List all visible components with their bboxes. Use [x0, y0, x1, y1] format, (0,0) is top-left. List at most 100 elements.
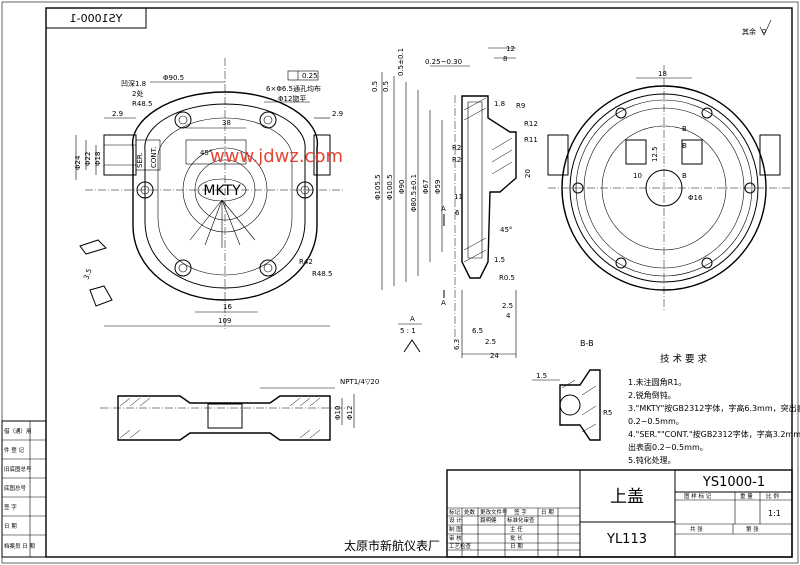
tb-scale-value: 1:1	[768, 509, 781, 518]
label-r2b: R2	[452, 156, 461, 164]
label-counterbore: Φ12锪平	[278, 94, 306, 103]
label-r485-bottom: R48.5	[312, 270, 332, 278]
strip-row-3: 旧底图总号	[4, 465, 32, 473]
tb-scale-label: 比 例	[766, 492, 779, 500]
label-b-top1: B	[682, 125, 687, 133]
angle-lines	[189, 199, 256, 248]
label-d29-left: 2.9	[112, 110, 123, 118]
watermark-text: www.jdwz.com	[210, 146, 343, 167]
label-phi67: Φ67	[422, 180, 430, 194]
bottom-hatch	[119, 397, 321, 439]
side-section-view: Φ105.5 Φ100.5 Φ90 Φ80.5±0.1 Φ67 Φ59 12 8…	[371, 45, 538, 360]
label-a45: 45°	[200, 149, 212, 157]
label-phi24: Φ24	[74, 155, 82, 170]
tech-requirements: 技 术 要 求 1.未注圆角R1。 2.锐角倒钝。 3."MKTY"按GB231…	[628, 353, 800, 465]
detail-a-label: A	[410, 315, 415, 323]
strip-row-4: 底图总号	[4, 484, 27, 492]
tech-item-6: 出表面0.2~0.5mm。	[628, 442, 708, 452]
label-d29-right: 2.9	[332, 110, 343, 118]
roughness-note: 其余	[742, 19, 772, 36]
part-name: 上盖	[610, 487, 644, 507]
label-hole-note: 6×Φ6.5通孔均布	[266, 84, 321, 93]
strip-row-2: 件 登 记	[4, 446, 24, 454]
tb-role-2: 制 图	[449, 525, 462, 533]
tech-title: 技 术 要 求	[660, 353, 708, 365]
section-bb-d15: 1.5	[536, 372, 547, 380]
tb-role-4: 工艺检查	[449, 542, 472, 550]
tb-sheet-label: 图 样 标 记	[684, 492, 712, 500]
tb-rev-h2: 处数	[464, 508, 476, 516]
label-b-top2: B	[682, 142, 687, 150]
left-strip: 借（通）用 件 登 记 旧底图总号 底图总号 签 字 日 期 档案员 日 期	[1, 420, 47, 558]
front-view: SER. CONT. MKTY 凹深1.8 2处 R48.5 Φ90.5 0.2…	[74, 58, 345, 330]
section-bb-title: B-B	[580, 339, 594, 348]
mkty-logo-text: MKTY	[203, 183, 241, 199]
label-phi22: Φ22	[84, 152, 92, 166]
product-code: YL113	[606, 532, 647, 547]
label-phi10: Φ10	[334, 406, 342, 420]
label-r9: R9	[516, 102, 525, 110]
label-d8: 8	[503, 55, 507, 63]
label-d11: 11	[454, 193, 463, 201]
section-bb: B-B 1.5 R5	[532, 339, 612, 441]
strip-row-5: 签 字	[4, 503, 17, 511]
label-d4: 4	[506, 312, 511, 320]
label-d025-030: 0.25~0.30	[425, 58, 462, 66]
tb-sheet-of: 共 张	[690, 525, 703, 533]
label-r11: R11	[524, 136, 538, 144]
label-d20: 20	[524, 169, 532, 178]
label-phi1005: Φ100.5	[386, 174, 394, 200]
tech-item-4: 0.2~0.5mm。	[628, 417, 684, 426]
label-phi18: Φ18	[94, 152, 102, 166]
label-b-bottom: B	[682, 172, 687, 180]
tb-sheet-no: 第 张	[746, 525, 759, 533]
bottom-section-view: NPT1/4▽20 Φ10 Φ12	[100, 378, 379, 441]
tech-item-1: 1.未注圆角R1。	[628, 377, 686, 387]
label-phi1055: Φ105.5	[374, 174, 382, 200]
label-d65: 6.5	[472, 327, 483, 335]
title-block: 标记 处数 更改文件号 签 字 日 期 设 计 聂明健 标准化审查 制 图 主 …	[446, 469, 793, 558]
label-d38: 38	[222, 119, 231, 127]
mirrored-drawing-number: YS1000-1	[70, 12, 124, 25]
label-d25a: 2.5	[502, 302, 513, 310]
label-d6: 6	[455, 209, 460, 217]
tech-item-3: 3."MKTY"按GB2312字体，字高6.3mm，突出表面	[628, 403, 800, 413]
tb-role-3: 审 核	[449, 534, 462, 542]
label-fillet-1: 凹深1.8	[121, 79, 146, 88]
tech-item-2: 2.锐角倒钝。	[628, 390, 676, 400]
label-phi59: Φ59	[434, 180, 442, 194]
right-view: 18 12.5 10 Φ16 B B B	[547, 65, 790, 312]
section-a-top: A	[441, 205, 446, 213]
label-d05b: 0.5	[382, 81, 390, 92]
mirrored-number-box: YS1000-1	[45, 7, 147, 29]
label-r05: R0.5	[499, 274, 515, 282]
cont-text: CONT.	[150, 147, 158, 168]
detail-a-dim: 6.3	[453, 339, 461, 350]
label-phi12: Φ12	[346, 406, 354, 420]
tb-role2-4: 日 期	[510, 543, 523, 550]
tb-rev-h3: 更改文件号	[480, 508, 508, 516]
label-d12: 12	[506, 45, 515, 53]
label-d25b: 2.5	[485, 338, 496, 346]
strip-row-1: 借（通）用	[4, 427, 32, 435]
label-d24: 24	[490, 352, 499, 360]
section-bb-r5: R5	[603, 409, 612, 417]
company-name: 太原市新航仪表厂	[344, 538, 440, 553]
label-d05a: 0.5	[371, 81, 379, 92]
ser-text: SER.	[136, 152, 144, 168]
tb-rev-h5: 日 期	[541, 509, 554, 516]
label-d125: 12.5	[651, 146, 659, 162]
label-r2a: R2	[452, 144, 461, 152]
strip-row-6: 日 期	[4, 523, 17, 530]
label-d18: 1.8	[494, 100, 505, 108]
label-phi905: Φ90.5	[163, 74, 184, 82]
tb-name-1: 聂明健	[480, 516, 497, 524]
roughness-symbol-icon	[759, 19, 772, 36]
label-phi805: Φ80.5±0.1	[410, 174, 418, 212]
right-view-holes	[572, 107, 756, 269]
label-d35: 3.5	[82, 267, 93, 280]
tb-role2-1: 标准化审查	[507, 516, 535, 524]
tb-role2-2: 主 任	[510, 525, 523, 533]
